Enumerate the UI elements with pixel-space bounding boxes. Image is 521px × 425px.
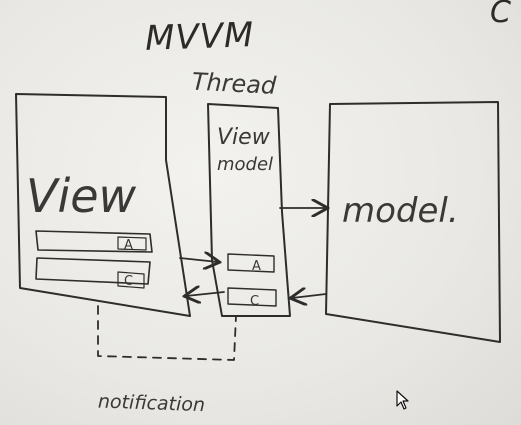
viewmodel-slot-a-label: A <box>252 259 261 274</box>
viewmodel-property-c: C <box>227 287 277 309</box>
viewmodel-property-a: A <box>227 253 275 274</box>
diagram-title: MVVM <box>144 15 255 59</box>
view-property-a: A <box>35 230 153 253</box>
viewmodel-label-line2: model <box>217 154 273 175</box>
arrow-viewmodel-to-view <box>186 292 225 296</box>
arrow-model-to-viewmodel <box>292 294 327 298</box>
thread-label: Thread <box>191 68 278 100</box>
view-slot-c-label: C <box>124 274 133 289</box>
view-label: View <box>26 169 137 223</box>
model-label: model. <box>342 191 459 231</box>
notification-dashed-line <box>97 305 237 361</box>
viewmodel-box: View model A C <box>207 103 291 317</box>
viewmodel-label-line1: View <box>217 125 271 150</box>
view-slot-a-label: A <box>124 238 133 253</box>
arrow-view-to-viewmodel <box>179 258 218 262</box>
notification-label: notification <box>98 390 206 416</box>
model-box: model. <box>325 101 501 343</box>
viewmodel-slot-c-label: C <box>250 294 259 309</box>
corner-text: C <box>490 0 512 30</box>
view-property-c: C <box>35 257 151 289</box>
mouse-cursor-icon <box>396 390 409 410</box>
view-box: View A C <box>15 93 191 317</box>
